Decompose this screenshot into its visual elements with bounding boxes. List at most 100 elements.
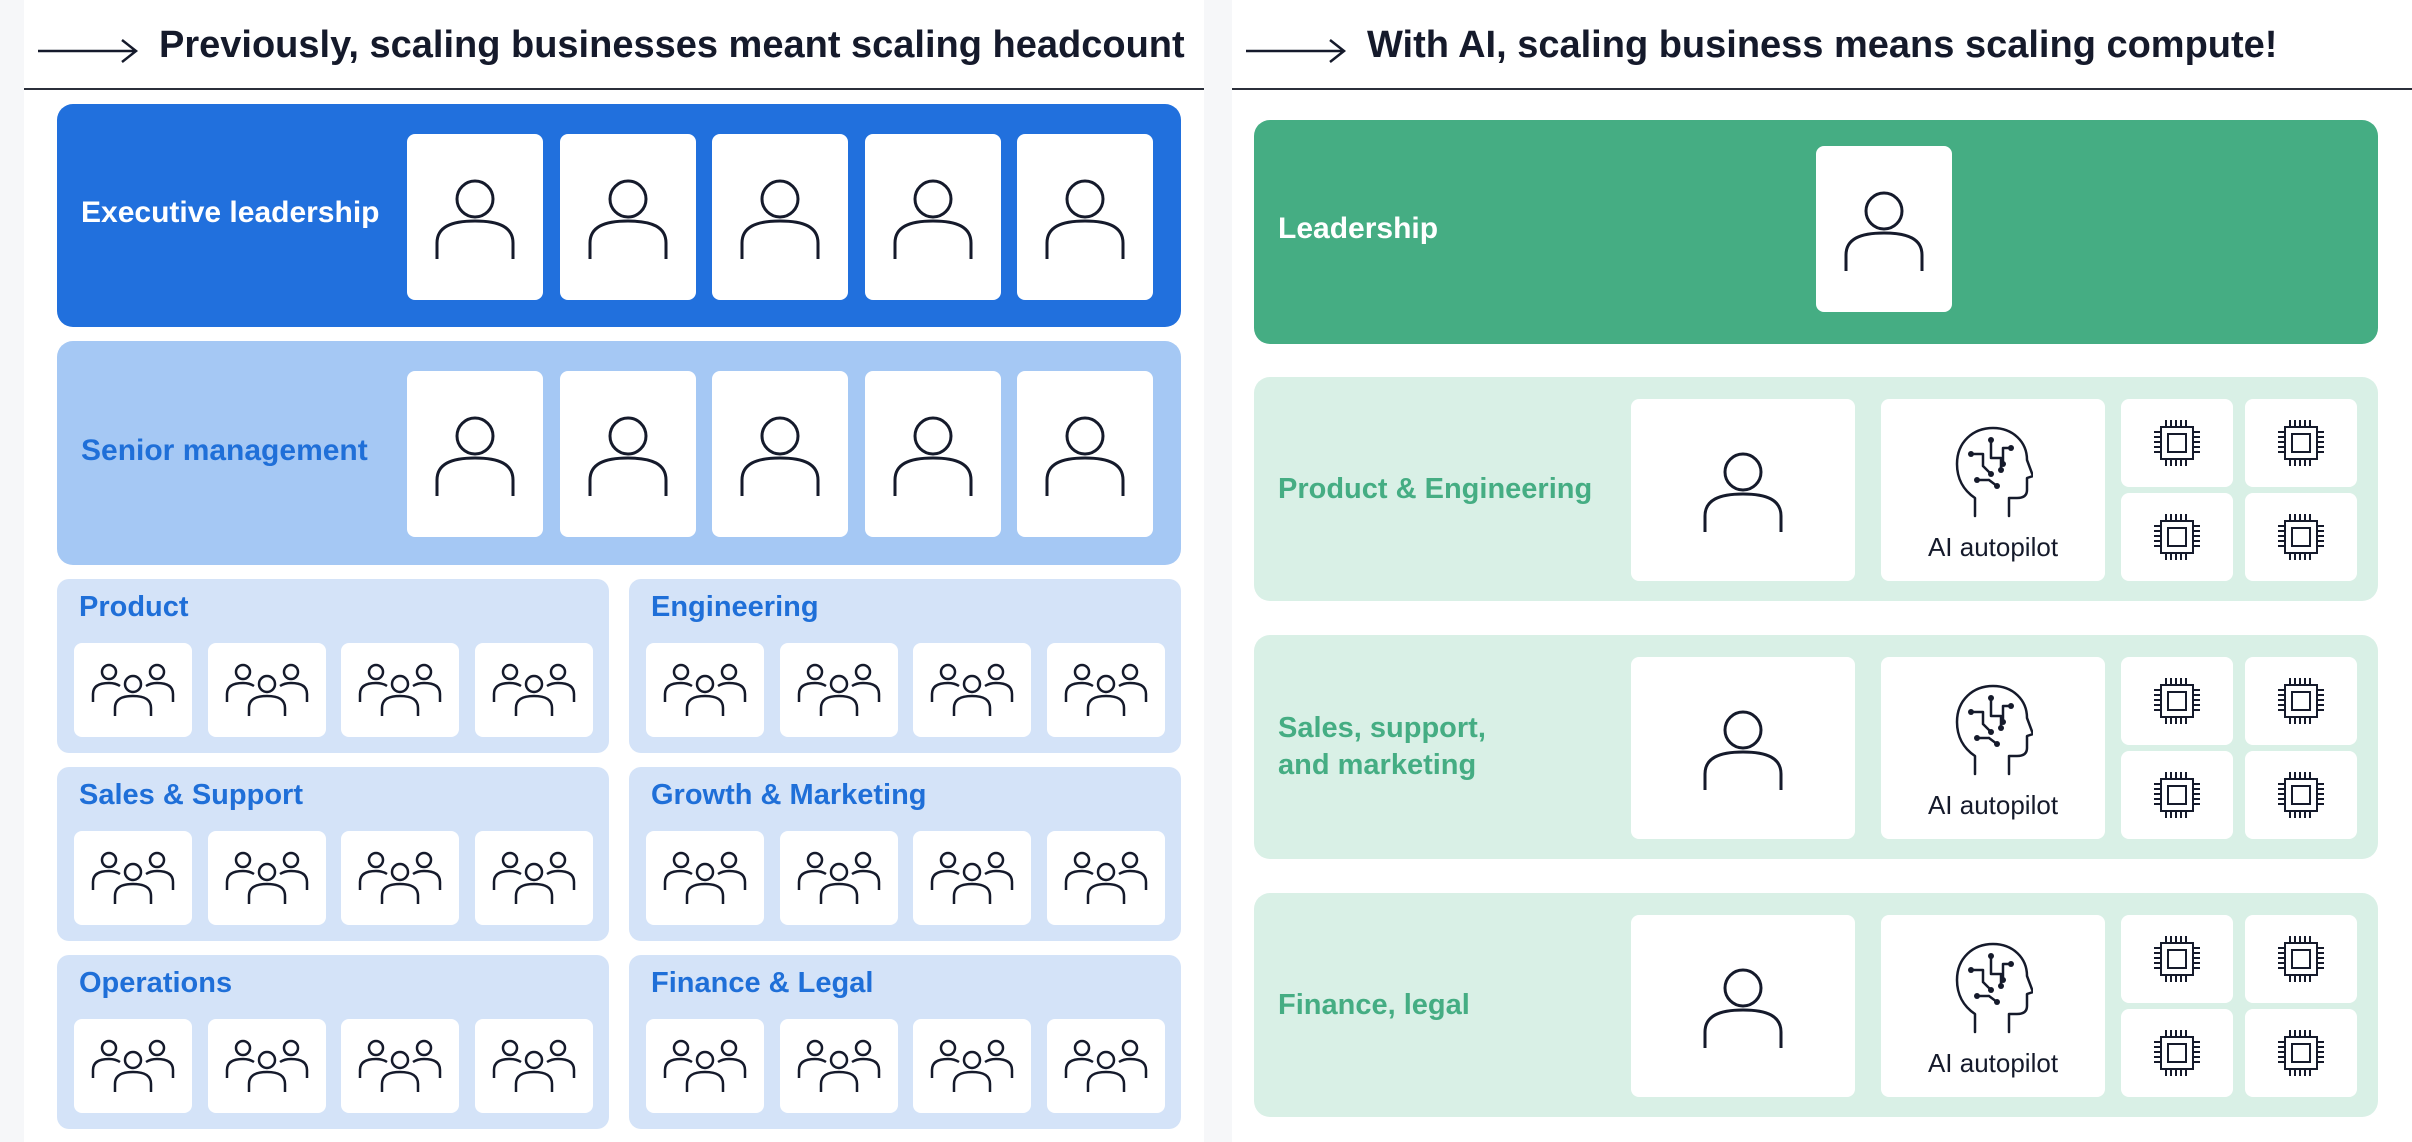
leadership-person-card xyxy=(1816,146,1952,312)
ai-function-label: Sales, support, and marketing xyxy=(1278,710,1486,784)
team-icon xyxy=(490,850,578,906)
senior-person-card xyxy=(712,371,848,537)
team-card xyxy=(341,643,459,737)
ai-autopilot-card: AI autopilot xyxy=(1881,399,2105,581)
chip-icon xyxy=(2274,416,2328,470)
team-icon xyxy=(89,1038,177,1094)
team-icon xyxy=(1062,850,1150,906)
department-box: Growth & Marketing xyxy=(629,767,1181,941)
team-card xyxy=(474,1019,593,1113)
ai-function-label: Product & Engineering xyxy=(1278,471,1592,508)
team-icon xyxy=(795,662,883,718)
team-icon xyxy=(1062,662,1150,718)
team-card xyxy=(74,643,192,737)
team-card xyxy=(646,1019,764,1113)
person-icon xyxy=(433,169,517,265)
arrow-right-icon xyxy=(1246,39,1347,63)
executive-leadership-label: Executive leadership xyxy=(81,196,380,229)
team-card xyxy=(341,831,459,925)
department-label: Growth & Marketing xyxy=(651,779,927,811)
person-icon xyxy=(586,406,670,502)
compute-card xyxy=(2121,399,2233,487)
team-card xyxy=(779,643,898,737)
ai-function-label-line: Product & Engineering xyxy=(1278,472,1593,505)
leadership-box: Leadership xyxy=(1254,120,2378,344)
person-icon xyxy=(1842,181,1926,277)
team-card xyxy=(1046,1019,1165,1113)
senior-person-card xyxy=(407,371,543,537)
team-icon xyxy=(1062,1038,1150,1094)
leadership-label: Leadership xyxy=(1278,212,1439,245)
department-label: Finance & Legal xyxy=(651,967,874,999)
chip-icon xyxy=(2274,674,2328,728)
person-icon xyxy=(1043,406,1127,502)
department-box: Finance & Legal xyxy=(629,955,1181,1129)
ai-autopilot-label: AI autopilot xyxy=(1927,532,2059,562)
ai-head-icon xyxy=(1953,940,2033,1036)
department-label: Product xyxy=(79,591,189,623)
team-card xyxy=(207,831,326,925)
ai-function-label-line: Sales, support, xyxy=(1278,712,1486,744)
team-icon xyxy=(89,850,177,906)
team-card xyxy=(646,831,764,925)
compute-card xyxy=(2245,751,2357,839)
team-icon xyxy=(490,662,578,718)
ai-head-icon xyxy=(1953,682,2033,778)
team-icon xyxy=(661,662,749,718)
executive-person-card xyxy=(864,134,1001,300)
person-icon xyxy=(738,406,822,502)
department-label: Engineering xyxy=(651,591,819,623)
department-box: Product xyxy=(57,579,609,753)
person-icon xyxy=(891,406,975,502)
team-icon xyxy=(661,1038,749,1094)
ai-autopilot-label: AI autopilot xyxy=(1927,790,2059,820)
chip-icon xyxy=(2274,510,2328,564)
compute-card xyxy=(2121,751,2233,839)
team-card xyxy=(341,1019,459,1113)
chip-icon xyxy=(2274,1026,2328,1080)
chip-icon xyxy=(2150,1026,2204,1080)
team-icon xyxy=(356,662,444,718)
ai-function-label-line: Finance, legal xyxy=(1278,988,1470,1021)
team-icon xyxy=(928,1038,1016,1094)
chip-icon xyxy=(2150,674,2204,728)
senior-management-box: Senior management xyxy=(57,341,1181,565)
compute-card xyxy=(2121,657,2233,745)
team-icon xyxy=(795,850,883,906)
team-card xyxy=(74,1019,192,1113)
team-icon xyxy=(356,850,444,906)
ai-function-label-line: and marketing xyxy=(1278,749,1477,781)
person-icon xyxy=(738,169,822,265)
chip-icon xyxy=(2274,768,2328,822)
person-icon xyxy=(1043,169,1127,265)
senior-person-card xyxy=(864,371,1001,537)
human-oversight-card xyxy=(1631,399,1855,581)
ai-function-box: Product & Engineering AI autopilot xyxy=(1254,377,2378,601)
department-box: Operations xyxy=(57,955,609,1129)
team-card xyxy=(779,1019,898,1113)
human-oversight-card xyxy=(1631,657,1855,839)
department-box: Engineering xyxy=(629,579,1181,753)
team-card xyxy=(913,643,1031,737)
ai-autopilot-label: AI autopilot xyxy=(1927,1048,2059,1078)
team-icon xyxy=(356,1038,444,1094)
person-icon xyxy=(586,169,670,265)
department-box: Sales & Support xyxy=(57,767,609,941)
team-card xyxy=(74,831,192,925)
executive-person-card xyxy=(407,134,543,300)
team-card xyxy=(207,1019,326,1113)
right-title: With AI, scaling business means scaling … xyxy=(1367,24,2278,66)
compute-card xyxy=(2245,399,2357,487)
left-panel: Previously, scaling businesses meant sca… xyxy=(24,0,1204,1142)
person-icon xyxy=(1701,442,1785,538)
person-icon xyxy=(1701,958,1785,1054)
person-icon xyxy=(1701,700,1785,796)
compute-card xyxy=(2245,915,2357,1003)
compute-card xyxy=(2245,1009,2357,1097)
compute-card xyxy=(2121,915,2233,1003)
team-card xyxy=(1046,831,1165,925)
chip-icon xyxy=(2150,768,2204,822)
chip-icon xyxy=(2150,932,2204,986)
team-icon xyxy=(928,662,1016,718)
chip-icon xyxy=(2274,932,2328,986)
